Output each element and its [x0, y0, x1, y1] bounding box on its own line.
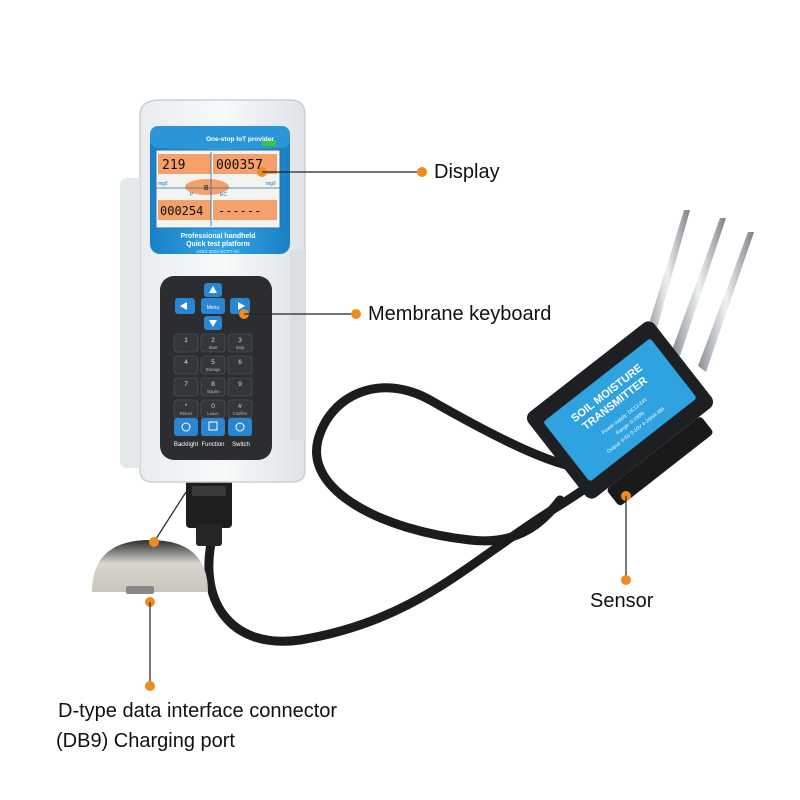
grid-icon: [208, 421, 218, 431]
function-key-labels: Start Stop Storage Inquire Return Leave …: [180, 345, 248, 416]
db9-connector: [186, 478, 232, 546]
key-inquire-label: Inquire: [207, 389, 220, 394]
sensor-body: [526, 321, 714, 506]
svg-text:2: 2: [211, 337, 215, 344]
svg-text:6: 6: [238, 359, 242, 366]
key-switch-label: Switch: [232, 442, 250, 448]
port-closeup: [92, 540, 208, 594]
reading-top-right: 000357: [216, 158, 263, 173]
key-storage-label: Storage: [206, 367, 221, 372]
svg-text:5: 5: [211, 359, 215, 366]
svg-text:9: 9: [238, 381, 242, 388]
key-leave-label: Leave: [207, 411, 219, 416]
key-start-label: Start: [209, 345, 219, 350]
handheld-device: [120, 99, 306, 483]
key-return-label: Return: [180, 411, 193, 416]
key-menu: [201, 298, 225, 314]
svg-text:4: 4: [184, 359, 188, 366]
callout-connector: [145, 491, 187, 691]
power-icon: [235, 422, 245, 432]
digit-labels: 1 2 3 4 5 6 7 8 9 * 0 #: [184, 337, 242, 410]
key-backlight-label: Backlight: [174, 442, 199, 448]
svg-text:3: 3: [238, 337, 242, 344]
key-stop-label: Stop: [236, 345, 245, 350]
key-switch: [228, 418, 252, 436]
svg-text:*: *: [185, 403, 188, 410]
bottom-key-labels: Backlight Function Switch: [174, 442, 250, 448]
key-function: [201, 418, 225, 436]
platform-line2: Quick test platform: [186, 241, 250, 248]
callout-keyboard: [239, 309, 361, 319]
callout-sensor: [621, 491, 631, 585]
svg-text:1: 1: [184, 337, 188, 344]
label-sensor: Sensor: [590, 590, 654, 612]
label-connector-line2: (DB9) Charging port: [56, 730, 235, 752]
model-number: JXBS-3001-SCPT-SC: [196, 249, 241, 254]
svg-text:#: #: [238, 403, 242, 410]
reading-bottom-left: 000254: [160, 204, 203, 218]
param-p: P: [190, 192, 194, 198]
sensor-probes: [644, 210, 754, 372]
reading-top-left: 219: [162, 158, 185, 173]
param-center: B: [204, 185, 209, 192]
brand-line: One-stop IoT provider: [206, 136, 274, 143]
key-function-label: Function: [201, 442, 224, 448]
sensor-cable: [204, 383, 607, 646]
param-ec: EC: [220, 192, 227, 198]
reading-bottom-right: ------: [218, 204, 261, 218]
key-backlight: [174, 418, 198, 436]
bulb-icon: [181, 422, 191, 432]
key-confirm-label: Confirm: [233, 411, 248, 416]
label-connector-line1: D-type data interface connector: [58, 700, 338, 722]
number-keys: [173, 333, 253, 419]
unit-right: mg/l: [266, 181, 275, 187]
label-membrane-keyboard: Membrane keyboard: [368, 303, 552, 325]
svg-text:8: 8: [211, 381, 215, 388]
svg-text:7: 7: [184, 381, 188, 388]
svg-text:0: 0: [211, 403, 215, 410]
unit-left: mg/l: [158, 181, 167, 187]
label-display: Display: [434, 161, 500, 183]
key-menu-label: Menu: [207, 305, 220, 311]
platform-line1: Professional handheld: [180, 233, 255, 240]
callout-display: [257, 167, 427, 177]
